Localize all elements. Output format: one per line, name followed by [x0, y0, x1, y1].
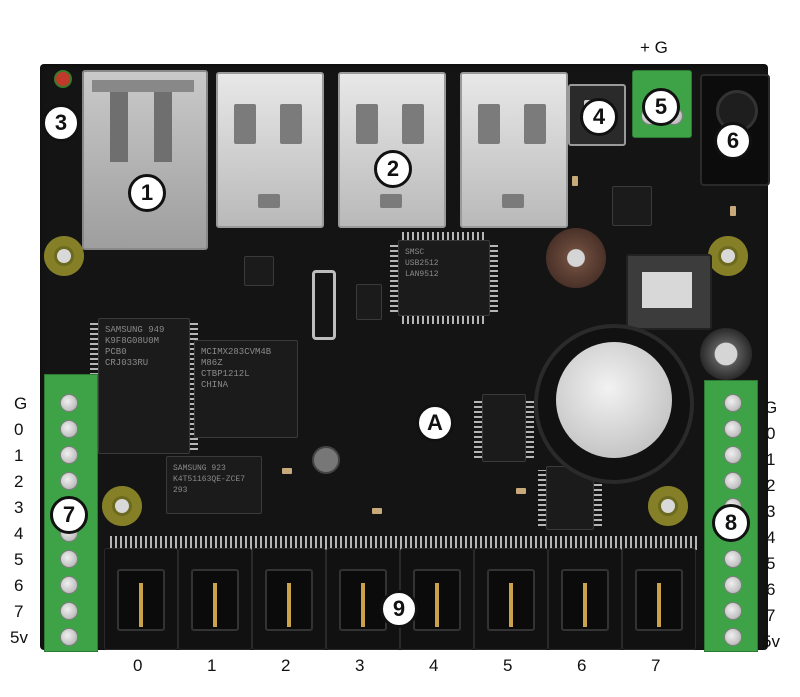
processor-chip: MCIMX283CVM4B M86Z CTBP1212L CHINA	[194, 340, 298, 438]
left-terminal-label: 4	[14, 524, 24, 543]
mounting-hole-top-right	[708, 236, 748, 276]
callout-badge-4: 4	[580, 98, 618, 136]
connector-label: 2	[281, 656, 291, 675]
flash-memory-chip: SAMSUNG 949 K9F8G08U0M PCB0 CRJ033RU	[98, 318, 190, 454]
servo-connector-5	[474, 548, 548, 650]
right-terminal-label: 5	[766, 554, 776, 573]
small-sensor	[312, 446, 340, 474]
servo-connector-4	[400, 548, 474, 650]
left-terminal-label: 5	[14, 550, 24, 569]
right-terminal-label: 4	[766, 528, 776, 547]
right-terminal-label: 6	[766, 580, 776, 599]
servo-connector-6	[548, 548, 622, 650]
small-ic	[244, 256, 274, 286]
electrolytic-capacitor	[700, 328, 752, 380]
left-terminal-label: 6	[14, 576, 24, 595]
servo-connector-7	[622, 548, 696, 650]
usb-port-1	[216, 72, 324, 228]
callout-badge-9: 9	[380, 590, 418, 628]
left-terminal-label: 0	[14, 420, 24, 439]
servo-connector-2	[252, 548, 326, 650]
right-terminal-label: 1	[766, 450, 776, 469]
servo-connector-1	[178, 548, 252, 650]
right-terminal-label: 0	[766, 424, 776, 443]
mounting-hole-bottom-right	[648, 486, 688, 526]
mounting-hole-bottom-left	[102, 486, 142, 526]
callout-badge-5: 5	[642, 88, 680, 126]
left-terminal-label: G	[14, 394, 28, 413]
connector-label: 4	[429, 656, 439, 675]
left-terminal-label: 7	[14, 602, 24, 621]
small-ic	[482, 394, 526, 462]
power-polarity-label: + G	[640, 38, 668, 57]
usb-port-3	[460, 72, 568, 228]
right-terminal-label: 5v	[762, 632, 780, 651]
connector-label: 1	[207, 656, 217, 675]
right-terminal-label: 3	[766, 502, 776, 521]
ethernet-port	[82, 70, 208, 250]
callout-badge-8: 8	[712, 504, 750, 542]
electrolytic-capacitor	[546, 228, 606, 288]
callout-badge-a: A	[416, 404, 454, 442]
usb-hub-chip: SMSC USB2512 LAN9512	[398, 240, 490, 316]
right-terminal-label: G	[764, 398, 778, 417]
mounting-hole-top-left	[44, 236, 84, 276]
right-terminal-label: 2	[766, 476, 776, 495]
right-terminal-label: 7	[766, 606, 776, 625]
callout-badge-3: 3	[42, 104, 80, 142]
callout-badge-6: 6	[714, 122, 752, 160]
callout-badge-7: 7	[50, 496, 88, 534]
small-ic	[612, 186, 652, 226]
battery-holder	[534, 324, 694, 484]
connector-label: 6	[577, 656, 587, 675]
connector-label: 5	[503, 656, 513, 675]
callout-badge-1: 1	[128, 174, 166, 212]
small-ic	[356, 284, 382, 320]
left-terminal-label: 1	[14, 446, 24, 465]
ram-chip: SAMSUNG 923 K4T51163QE-ZCE7 293	[166, 456, 262, 514]
inductor	[626, 254, 712, 330]
callout-badge-2: 2	[374, 150, 412, 188]
left-terminal-label: 2	[14, 472, 24, 491]
left-terminal-label: 5v	[10, 628, 28, 647]
servo-connector-0	[104, 548, 178, 650]
connector-label: 0	[133, 656, 143, 675]
crystal-oscillator	[312, 270, 336, 340]
header-pins	[110, 536, 700, 550]
connector-label: 3	[355, 656, 365, 675]
connector-label: 7	[651, 656, 661, 675]
left-terminal-label: 3	[14, 498, 24, 517]
status-led	[56, 72, 70, 86]
